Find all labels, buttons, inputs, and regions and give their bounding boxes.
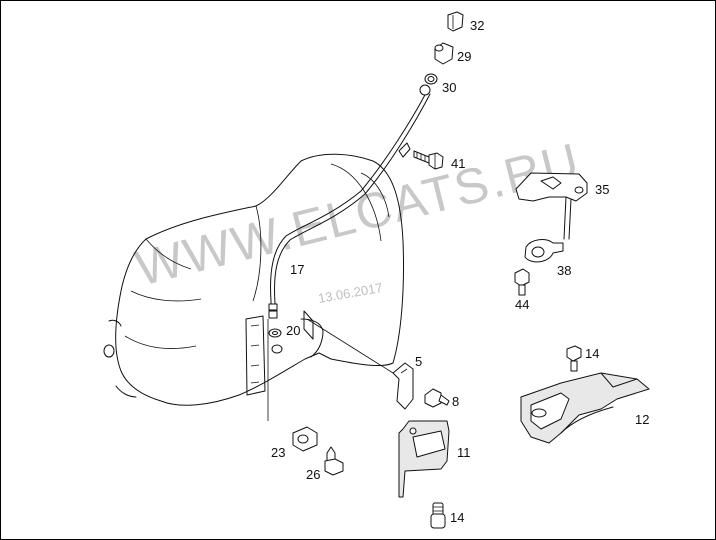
label-32: 32 [470, 18, 484, 33]
label-29: 29 [457, 49, 471, 64]
part-14-bolt-upper [566, 345, 582, 372]
transmission-housing [103, 153, 405, 406]
label-17: 17 [290, 262, 304, 277]
part-38-clamp [524, 239, 564, 263]
part-23-clip [292, 426, 318, 452]
part-29-plug [434, 42, 454, 65]
part-17-dipstick-tube [268, 84, 431, 319]
label-23: 23 [271, 445, 285, 460]
label-44: 44 [515, 297, 529, 312]
label-30: 30 [442, 80, 456, 95]
label-5: 5 [415, 354, 422, 369]
label-41: 41 [451, 156, 465, 171]
label-35: 35 [595, 182, 609, 197]
part-41-bolt [413, 150, 444, 170]
label-11: 11 [457, 445, 471, 460]
part-35-bracket [515, 172, 588, 240]
part-44-bolt [514, 268, 530, 296]
label-12: 12 [635, 412, 649, 427]
part-11-shield [398, 420, 450, 498]
label-8: 8 [452, 394, 459, 409]
part-12-heat-shield [520, 372, 650, 444]
part-14-bolt-lower [430, 502, 446, 529]
label-26: 26 [306, 467, 320, 482]
part-8-bolt [424, 388, 450, 408]
label-20: 20 [286, 323, 300, 338]
label-38: 38 [557, 263, 571, 278]
mounting-plate [303, 310, 314, 340]
watermark-date: 13.06.2017 [317, 280, 384, 306]
part-20-seal [268, 328, 283, 354]
part-5-bracket [392, 362, 414, 410]
part-32-cap [447, 11, 464, 32]
part-26-bolt [324, 446, 344, 476]
leader-line-5 [306, 318, 394, 374]
dipstick-tube-bracket [398, 142, 411, 158]
label-14-lower: 14 [450, 510, 464, 525]
label-14-upper: 14 [585, 346, 599, 361]
